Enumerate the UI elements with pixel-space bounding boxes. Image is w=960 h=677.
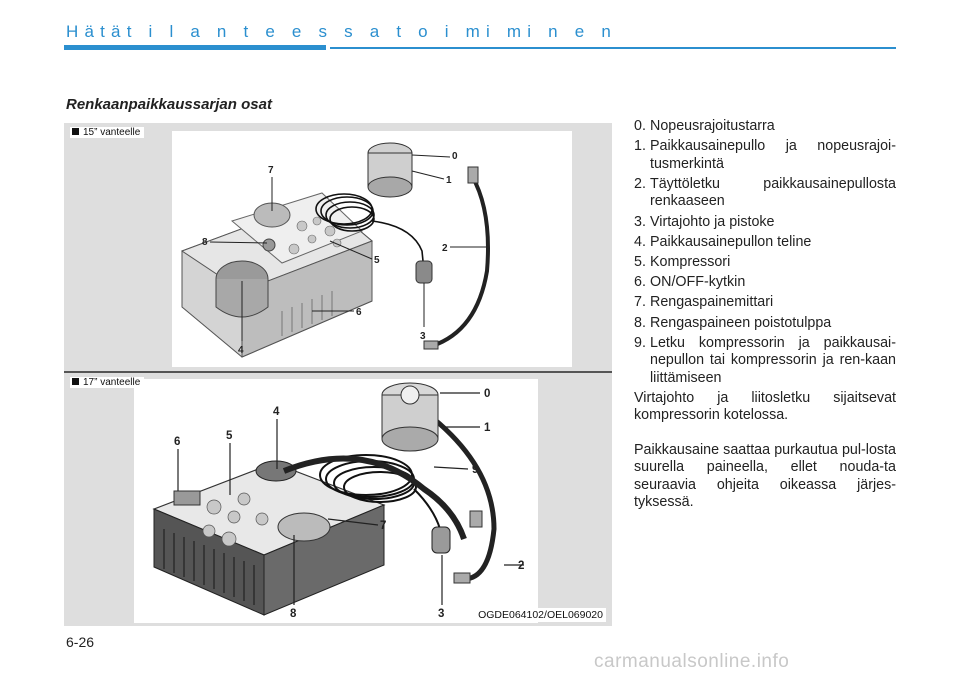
callout-4: 4 xyxy=(238,345,244,356)
warning-paragraph: Paikkausaine saattaa purkautua pul-losta… xyxy=(634,441,896,511)
page-number: 6-26 xyxy=(66,634,95,650)
square-bullet-icon xyxy=(72,128,79,135)
watermark: carmanualsonline.info xyxy=(594,651,790,672)
figure-label-15-text: 15” vanteelle xyxy=(83,127,141,138)
callout-0: 0 xyxy=(484,388,490,400)
callout-5: 5 xyxy=(226,430,233,442)
figure-label-17-text: 17” vanteelle xyxy=(83,377,141,388)
callout-8: 8 xyxy=(290,608,297,620)
header-rule xyxy=(330,47,896,49)
legend-item: 7.Rengaspainemittari xyxy=(634,294,774,311)
figure-15-image: 7 8 5 6 4 3 2 1 0 xyxy=(172,131,572,367)
figure-17-inch: 6 5 4 0 1 9 7 2 3 8 17” vanteelle OGDE06… xyxy=(64,373,612,626)
legend-item: 8.Rengaspaineen poistotulppa xyxy=(634,314,832,331)
callout-3: 3 xyxy=(420,331,426,342)
callout-8: 8 xyxy=(202,237,208,248)
figure-label-17: 17” vanteelle xyxy=(70,377,145,388)
callout-7: 7 xyxy=(380,520,386,532)
chapter-title: Hätät i l a n t e e s s a t o i mi mi n … xyxy=(66,22,617,41)
legend-item: 0.Nopeusrajoitustarra xyxy=(634,118,775,134)
callout-7: 7 xyxy=(268,165,274,176)
legend-item: 1.Paikkausainepullo ja nopeusrajoi-tusme… xyxy=(634,138,896,172)
tire-repair-kit-15-illustration: 7 8 5 6 4 3 2 1 0 xyxy=(180,142,490,358)
callout-6: 6 xyxy=(174,436,180,448)
legend-item: 6.ON/OFF-kytkin xyxy=(634,274,746,291)
legend-item: 2.Täyttöletku paikkausainepullosta renka… xyxy=(634,175,896,210)
figure-code: OGDE064102/OEL069020 xyxy=(475,608,606,622)
figure-label-15: 15” vanteelle xyxy=(70,127,145,138)
note-paragraph: Virtajohto ja liitosletku sijaitsevat ko… xyxy=(634,389,896,424)
callout-9: 9 xyxy=(472,464,478,476)
callout-0: 0 xyxy=(452,151,458,162)
callout-1: 1 xyxy=(484,422,491,434)
figure-17-image: 6 5 4 0 1 9 7 2 3 8 xyxy=(134,379,538,623)
section-title: Renkaanpaikkaussarjan osat xyxy=(66,96,272,113)
figure-divider xyxy=(64,371,612,373)
square-bullet-icon xyxy=(72,378,79,385)
tire-repair-kit-17-illustration: 6 5 4 0 1 9 7 2 3 8 xyxy=(152,382,524,620)
callout-2: 2 xyxy=(442,243,448,254)
parts-legend: 0.Nopeusrajoitustarra 1.Paikkausainepull… xyxy=(634,118,896,512)
callout-1: 1 xyxy=(446,175,452,186)
legend-item: 9.Letku kompressorin ja paikkausai-nepul… xyxy=(634,334,896,386)
callout-6: 6 xyxy=(356,307,362,318)
callout-5: 5 xyxy=(374,255,380,266)
header-rule-accent xyxy=(64,45,326,50)
figure-15-inch: 7 8 5 6 4 3 2 1 0 15” vanteelle xyxy=(64,123,612,371)
legend-item: 4.Paikkausainepullon teline xyxy=(634,233,812,250)
callout-4: 4 xyxy=(273,406,280,418)
callout-3: 3 xyxy=(438,608,444,620)
legend-item: 5.Kompressori xyxy=(634,253,731,270)
legend-item: 3.Virtajohto ja pistoke xyxy=(634,213,775,230)
callout-2: 2 xyxy=(518,560,524,572)
